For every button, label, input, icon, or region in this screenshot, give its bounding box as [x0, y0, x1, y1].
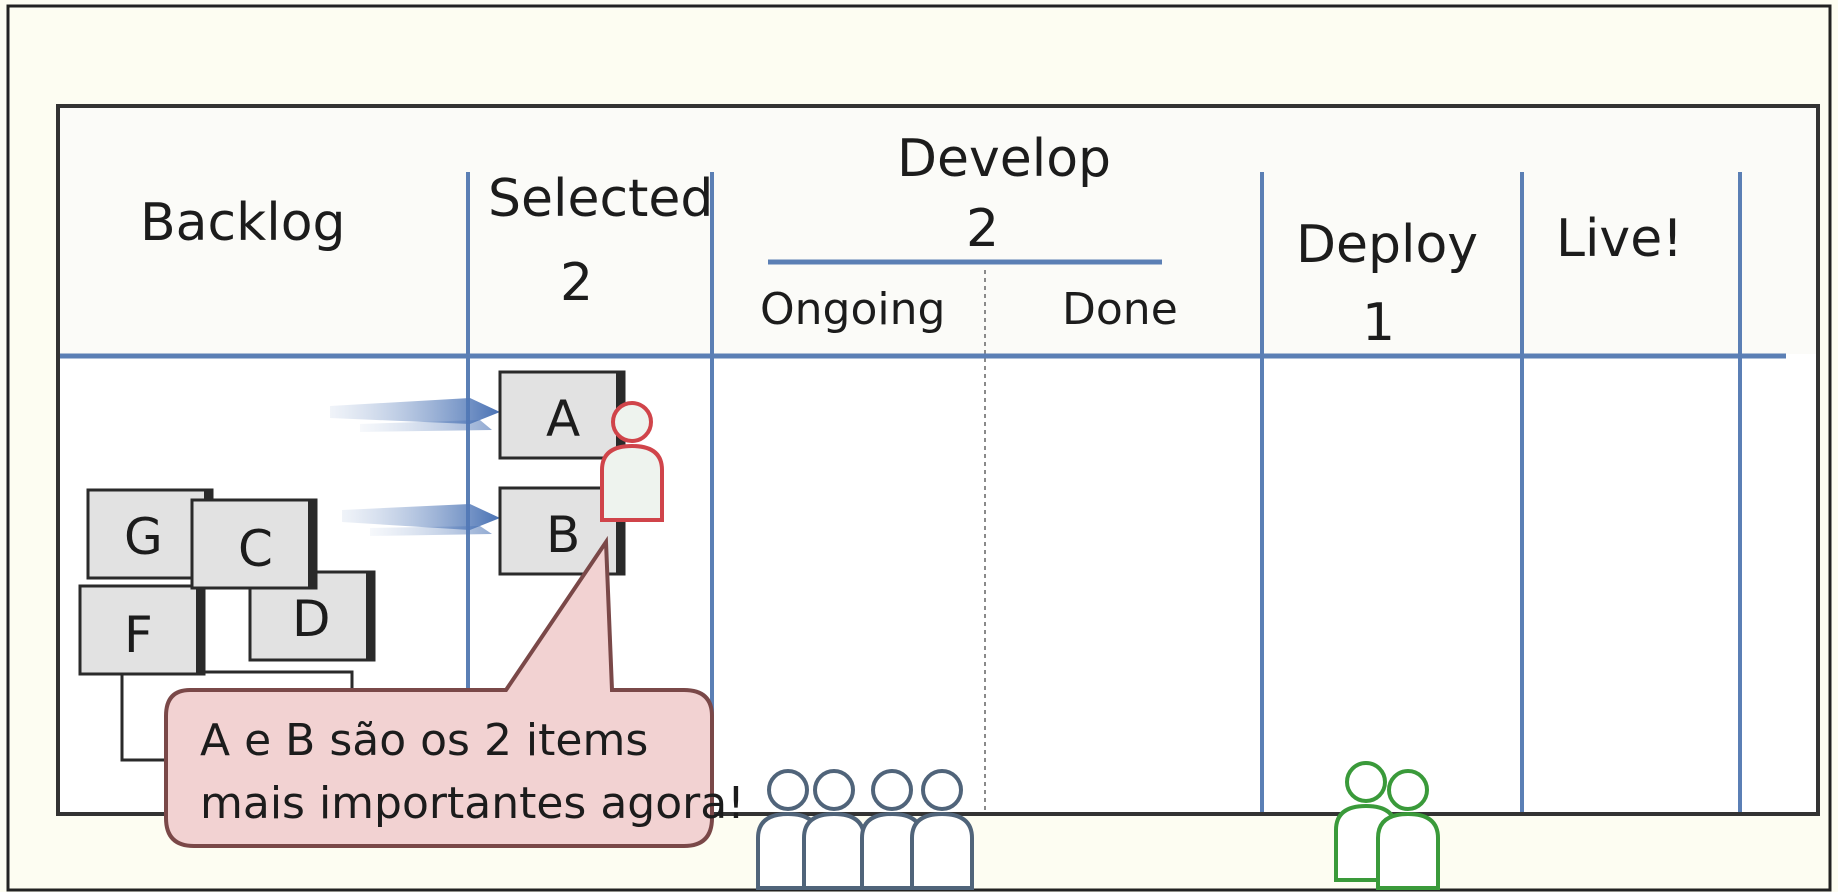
column-limit-develop: 2 — [966, 199, 999, 259]
column-sub-done: Done — [1062, 284, 1178, 335]
column-title-deploy: Deploy — [1296, 215, 1478, 275]
column-sub-ongoing: Ongoing — [760, 284, 945, 335]
card-label-g: G — [124, 508, 163, 566]
column-title-develop: Develop — [897, 129, 1111, 189]
card-c: C — [190, 498, 318, 590]
arrow-icon — [330, 398, 500, 432]
column-title-live: Live! — [1556, 209, 1683, 269]
callout-bubble: A e B são os 2 items mais importantes ag… — [164, 535, 745, 848]
card-label-f: F — [124, 606, 153, 664]
callout-line-2: mais importantes agora! — [200, 778, 745, 829]
card-label-a: A — [546, 390, 580, 448]
column-title-backlog: Backlog — [140, 193, 346, 253]
card-f: F — [78, 584, 206, 676]
card-label-b: B — [546, 506, 580, 564]
card-a: A — [498, 370, 626, 460]
column-limit-deploy: 1 — [1362, 293, 1395, 353]
column-title-selected: Selected — [488, 169, 713, 229]
card-label-c: C — [238, 520, 273, 578]
column-limit-selected: 2 — [560, 253, 593, 313]
callout-line-1: A e B são os 2 items — [200, 715, 648, 766]
card-label-d: D — [292, 590, 331, 648]
arrow-icon — [342, 504, 500, 536]
